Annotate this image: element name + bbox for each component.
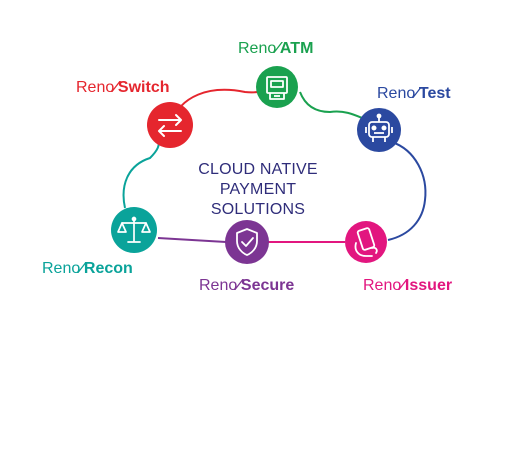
node-reno-switch[interactable] <box>147 102 193 148</box>
label-reno-issuer[interactable]: Reno⁄Issuer <box>363 277 452 295</box>
atm-icon <box>266 76 288 100</box>
label-separator-mark: ⁄ <box>415 85 418 102</box>
label-prefix: Reno <box>377 85 416 102</box>
label-suffix: ATM <box>279 40 314 57</box>
label-suffix: Issuer <box>404 277 453 294</box>
label-prefix: Reno <box>76 79 115 96</box>
center-heading-line-2: PAYMENT SOLUTIONS <box>210 181 306 218</box>
label-prefix: Reno <box>363 277 402 294</box>
node-reno-issuer[interactable] <box>345 221 387 263</box>
node-reno-test[interactable] <box>357 108 401 152</box>
cloud-segment-test-issuer <box>387 141 427 241</box>
label-separator-mark: ⁄ <box>237 277 240 294</box>
label-separator-mark: ⁄ <box>276 40 279 57</box>
label-suffix: Recon <box>83 260 133 277</box>
center-heading: CLOUD NATIVE PAYMENT SOLUTIONS <box>180 160 336 220</box>
label-reno-test[interactable]: Reno⁄Test <box>377 85 451 103</box>
label-reno-atm[interactable]: Reno⁄ATM <box>238 40 313 58</box>
label-reno-secure[interactable]: Reno⁄Secure <box>199 277 294 295</box>
node-reno-recon[interactable] <box>111 207 157 253</box>
label-reno-recon[interactable]: Reno⁄Recon <box>42 260 133 278</box>
label-prefix: Reno <box>238 40 277 57</box>
cloud-segment-atm-test <box>299 91 363 119</box>
label-separator-mark: ⁄ <box>401 277 404 294</box>
label-prefix: Reno <box>199 277 238 294</box>
shield-check-icon <box>236 228 258 256</box>
arrows-exchange-icon <box>158 114 182 137</box>
center-heading-line-1: CLOUD NATIVE <box>198 161 318 178</box>
label-separator-mark: ⁄ <box>114 79 117 96</box>
label-reno-switch[interactable]: Reno⁄Switch <box>76 79 169 97</box>
robot-icon <box>365 113 393 142</box>
label-separator-mark: ⁄ <box>80 260 83 277</box>
label-suffix: Secure <box>240 277 295 294</box>
label-suffix: Switch <box>117 79 170 96</box>
node-reno-secure[interactable] <box>225 220 269 264</box>
node-reno-atm[interactable] <box>256 66 298 108</box>
phone-hand-icon <box>354 227 378 257</box>
label-prefix: Reno <box>42 260 81 277</box>
label-suffix: Test <box>418 85 451 102</box>
cloud-segment-secure-recon <box>157 237 227 243</box>
scale-icon <box>117 216 151 243</box>
cloud-segment-recon-switch <box>122 139 160 209</box>
